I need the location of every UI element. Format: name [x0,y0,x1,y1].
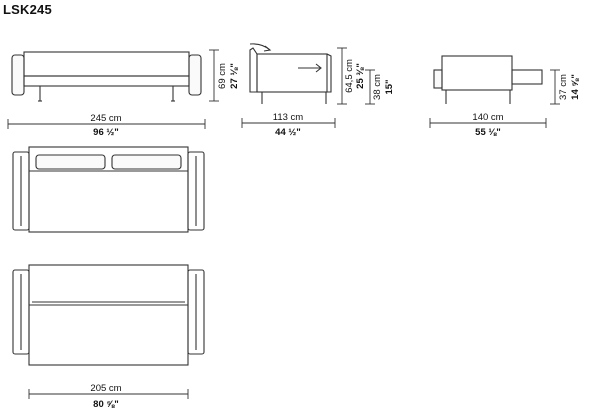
bed-width-in: 80 ⅝" [93,399,119,410]
bed-width-dimension: 205 cm 80 ⅝" [28,383,189,410]
open-side-view [433,55,543,104]
open-height-in: 14 ⅝" [570,74,581,100]
bed-width-cm: 205 cm [90,383,121,394]
top-view-open [12,264,205,366]
side-seat-dimension: 38 cm 15" [365,69,395,105]
front-height-in: 27 ⅛" [229,63,240,89]
open-height-dimension: 37 cm 14 ⅝" [550,69,581,105]
front-view [11,51,202,102]
side-depth-in: 44 ½" [275,127,301,138]
front-width-in: 96 ½" [93,127,119,138]
side-seat-cm: 38 cm [372,74,383,100]
open-length-in: 55 ⅛" [475,127,501,138]
open-height-cm: 37 cm [558,74,569,100]
side-height-in: 25 ⅜" [355,63,366,89]
side-seat-in: 15" [384,79,395,94]
side-depth-cm: 113 cm [273,112,304,123]
side-height-dimension: 64,5 cm 25 ⅜" [337,47,366,105]
product-code: LSK245 [3,2,52,17]
front-width-dimension: 245 cm 96 ½" [7,113,206,138]
side-view [249,43,332,104]
open-length-cm: 140 cm [472,112,503,123]
open-length-dimension: 140 cm 55 ⅛" [429,112,547,138]
side-height-cm: 64,5 cm [344,59,355,93]
front-height-dimension: 69 cm 27 ⅛" [209,49,240,102]
side-depth-dimension: 113 cm 44 ½" [241,112,336,138]
front-height-cm: 69 cm [217,63,228,89]
front-width-cm: 245 cm [90,113,121,124]
top-view-closed [12,146,205,233]
